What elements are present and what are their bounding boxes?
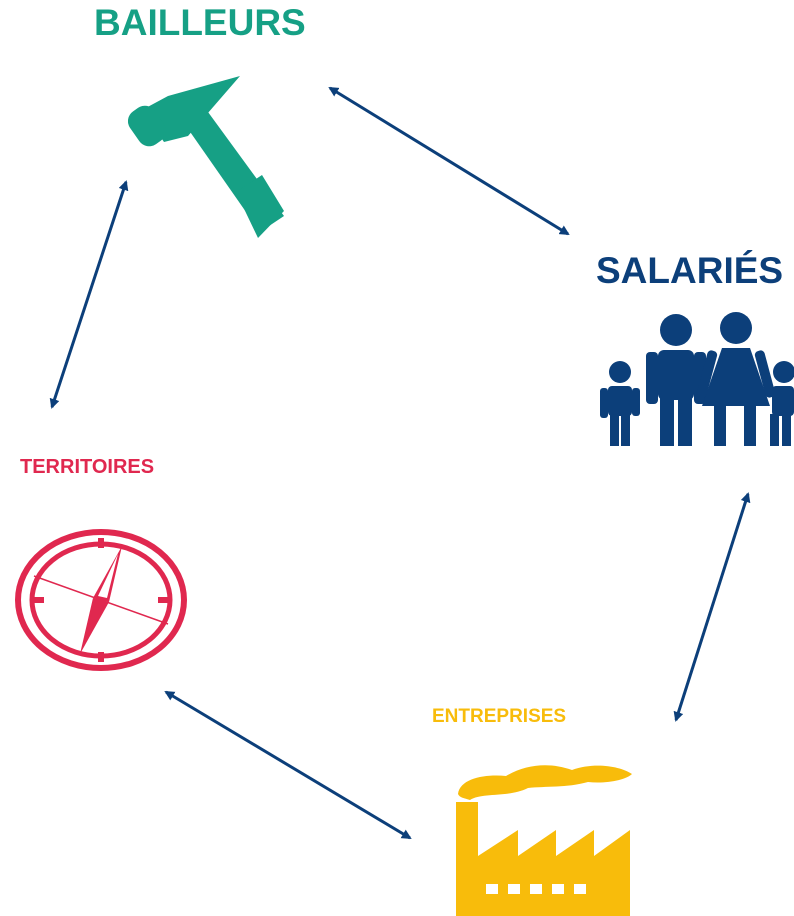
family-icon bbox=[600, 312, 794, 446]
arrow-bailleurs-salaries bbox=[328, 86, 570, 236]
factory-icon bbox=[456, 765, 632, 916]
entreprises-label: ENTREPRISES bbox=[432, 706, 567, 727]
arrow-entreprises-territoires bbox=[164, 690, 412, 840]
arrow-salaries-entreprises bbox=[673, 492, 751, 722]
hammer-icon bbox=[128, 76, 284, 238]
bailleurs-label: BAILLEURS bbox=[94, 2, 306, 43]
salaries-label: SALARIÉS bbox=[596, 250, 784, 291]
compass-icon bbox=[15, 529, 187, 671]
territoires-label: TERRITOIRES bbox=[20, 456, 155, 478]
arrow-territoires-bailleurs bbox=[49, 180, 129, 409]
